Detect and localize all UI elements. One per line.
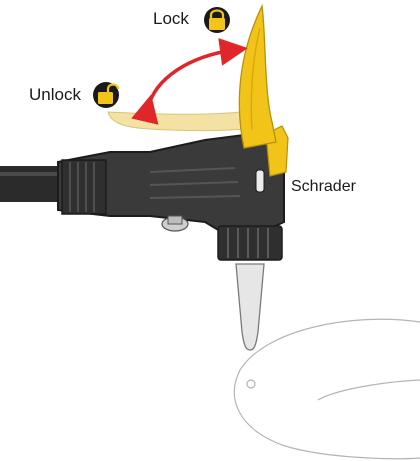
inner-tube-outline <box>233 318 420 460</box>
valve-nozzle <box>235 263 265 351</box>
padlock-closed-icon <box>204 7 230 33</box>
schrader-chuck <box>217 225 283 261</box>
lever-locked-position <box>238 3 277 149</box>
lever-unlocked-position <box>107 111 253 132</box>
lock-label: Lock <box>153 9 189 28</box>
padlock-open-icon <box>93 82 120 108</box>
curved-arrow-icon <box>131 38 248 125</box>
unlock-label: Unlock <box>29 85 81 104</box>
pump-head-knob <box>161 215 189 232</box>
schrader-label: Schrader <box>291 178 356 195</box>
